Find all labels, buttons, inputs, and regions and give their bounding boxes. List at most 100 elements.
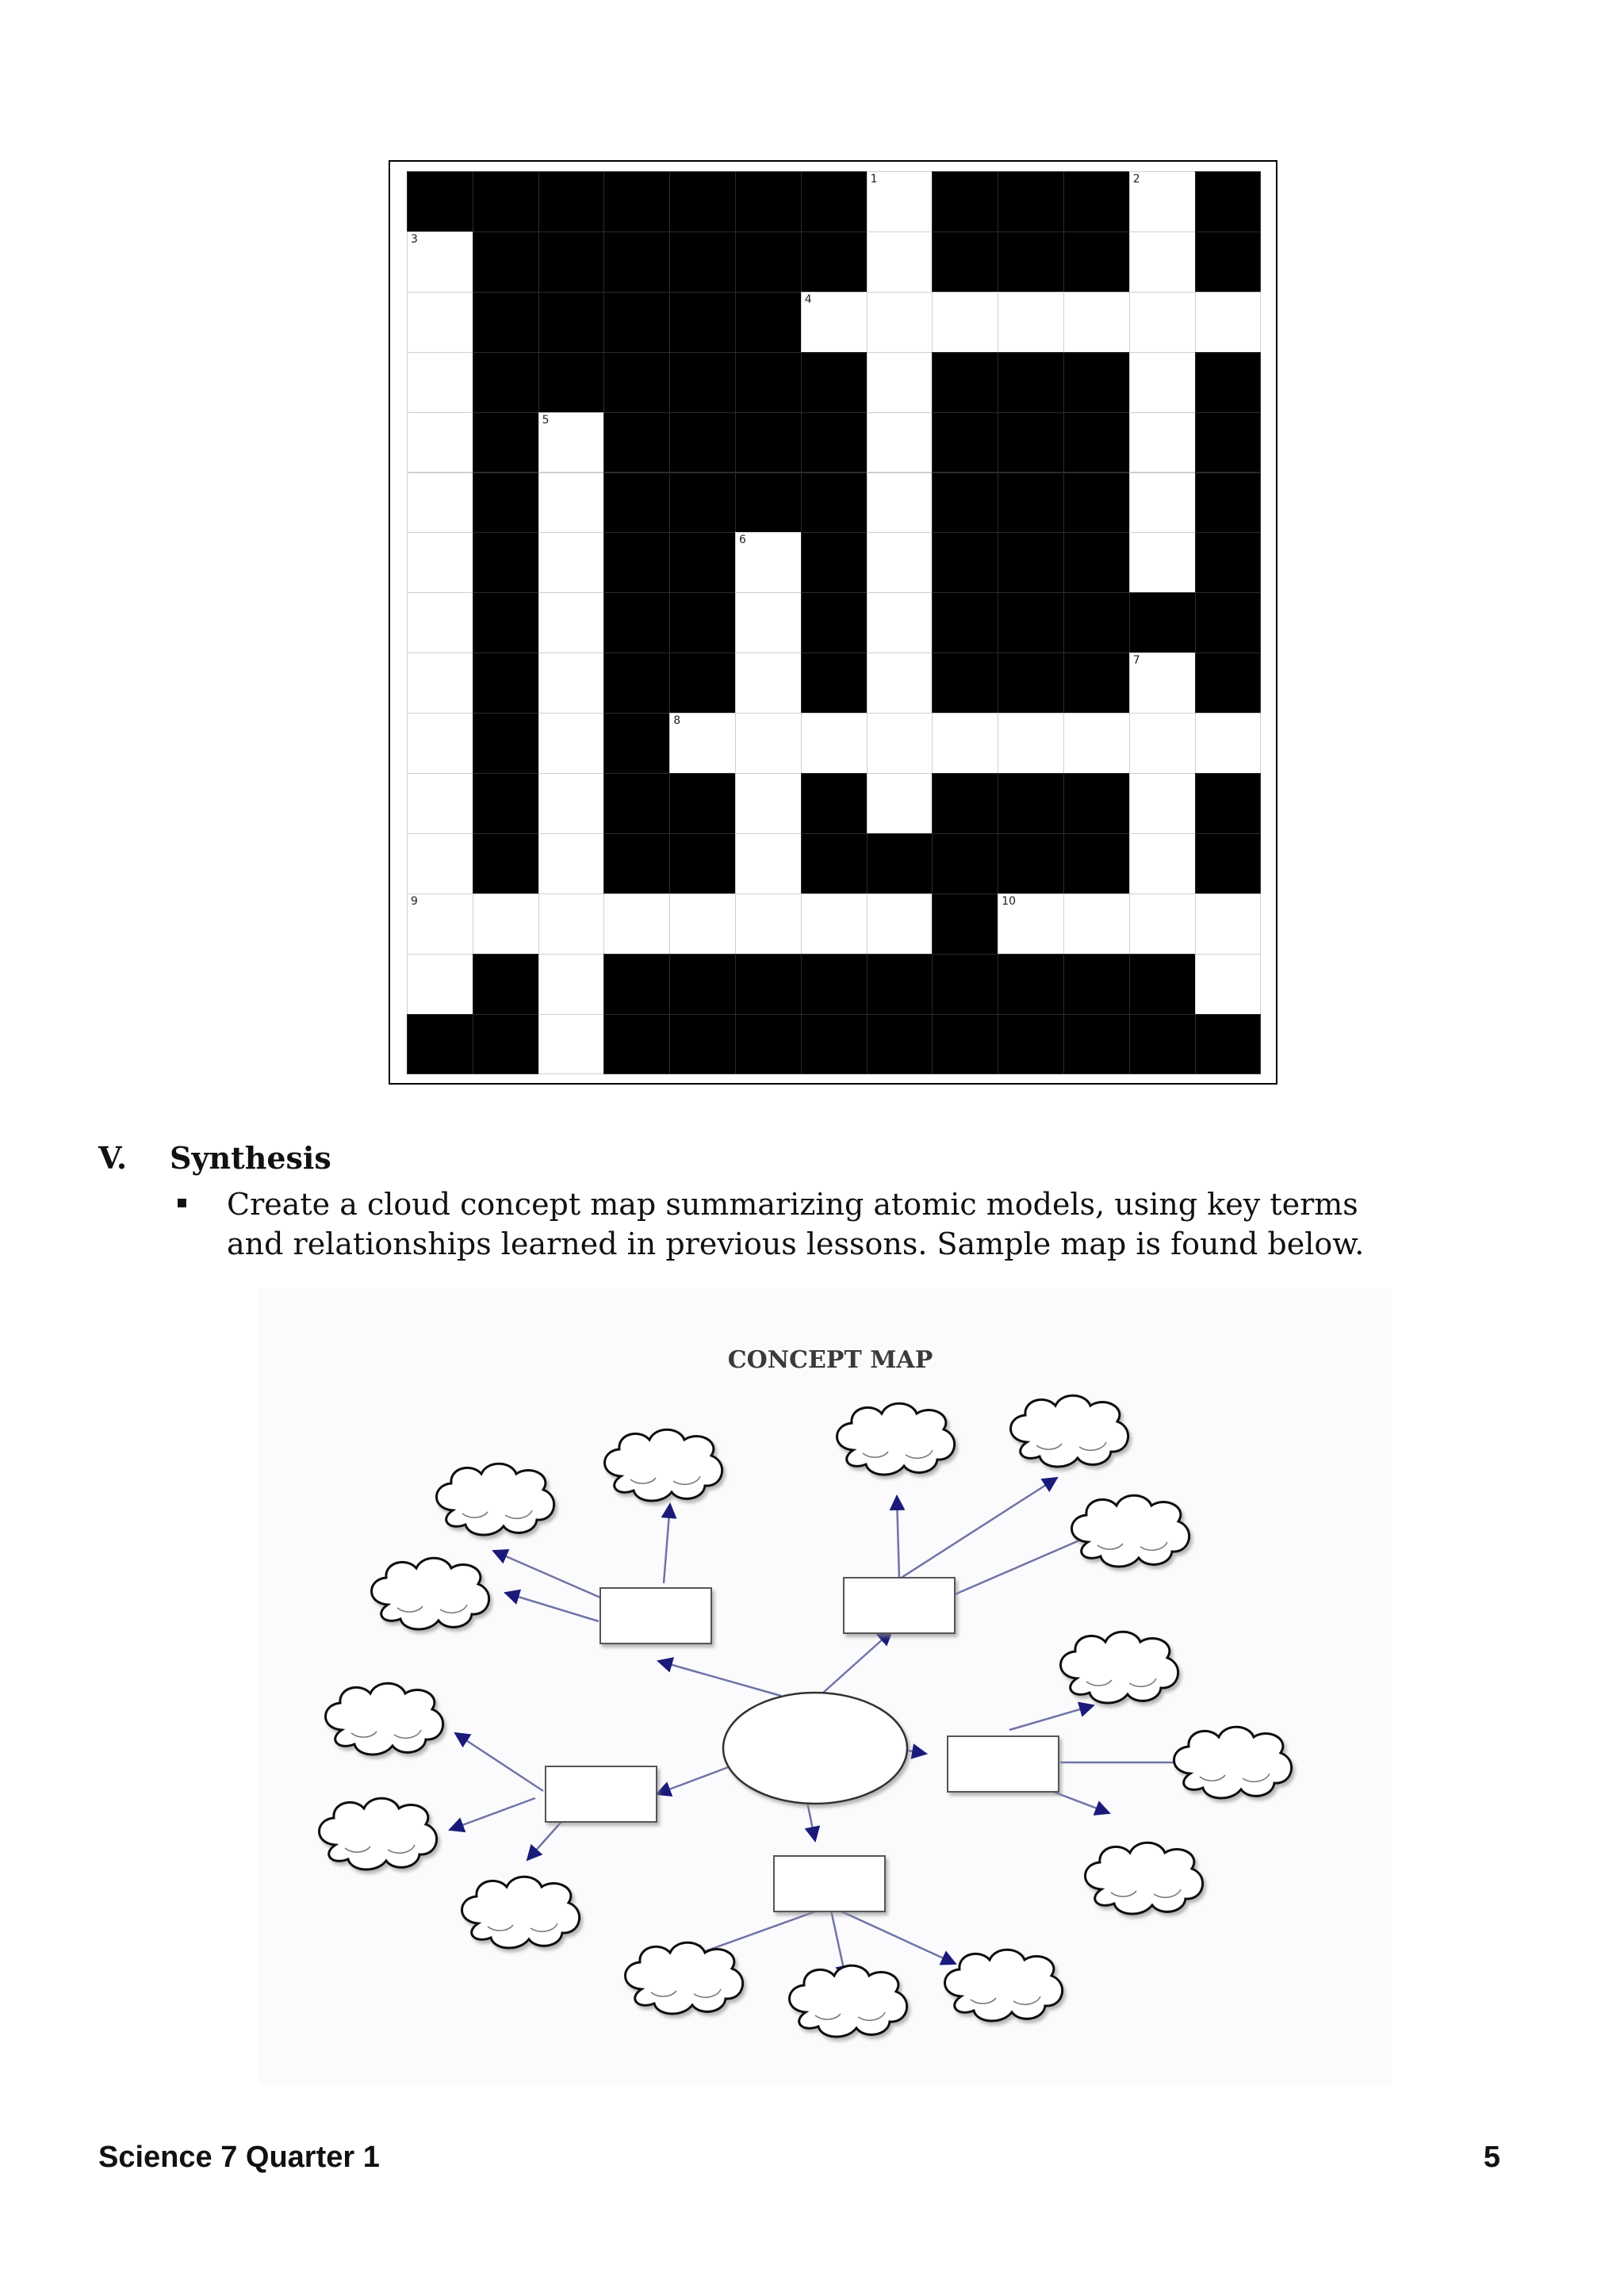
crossword-answer-cell[interactable]	[538, 652, 605, 714]
crossword-answer-cell[interactable]	[866, 291, 933, 353]
crossword-answer-cell[interactable]	[1128, 231, 1196, 293]
crossword-answer-cell[interactable]	[735, 592, 802, 654]
crossword-answer-cell[interactable]	[603, 893, 671, 955]
cloud-node	[624, 1941, 745, 2015]
crossword-answer-cell[interactable]: 10	[998, 893, 1064, 955]
crossword-answer-cell[interactable]	[407, 832, 473, 894]
crossword-answer-cell[interactable]	[735, 652, 802, 714]
crossword-answer-cell[interactable]	[407, 652, 473, 714]
crossword-answer-cell[interactable]	[407, 773, 473, 834]
crossword-answer-cell[interactable]	[1063, 291, 1130, 353]
crossword-answer-cell[interactable]	[1128, 351, 1196, 413]
crossword-block-cell	[472, 351, 539, 413]
crossword-answer-cell[interactable]	[1063, 713, 1130, 774]
crossword-block-cell	[1063, 171, 1130, 232]
crossword-answer-cell[interactable]	[932, 713, 999, 774]
crossword-answer-cell[interactable]	[866, 652, 933, 714]
crossword-answer-cell[interactable]	[407, 713, 473, 774]
crossword-answer-cell[interactable]	[800, 713, 868, 774]
crossword-answer-cell[interactable]	[800, 893, 868, 955]
crossword-answer-cell[interactable]	[538, 893, 605, 955]
crossword-answer-cell[interactable]	[472, 893, 539, 955]
crossword-block-cell	[472, 1013, 539, 1075]
crossword-answer-cell[interactable]	[1194, 713, 1262, 774]
crossword-answer-cell[interactable]	[1128, 773, 1196, 834]
crossword-answer-cell[interactable]	[735, 773, 802, 834]
crossword-answer-cell[interactable]	[1128, 713, 1196, 774]
crossword-answer-cell[interactable]: 6	[735, 532, 802, 594]
instruction-item: ▪ Create a cloud concept map summarizing…	[176, 1184, 1413, 1264]
crossword-answer-cell[interactable]	[538, 1013, 605, 1075]
cloud-node	[1059, 1630, 1180, 1705]
crossword-answer-cell[interactable]	[866, 231, 933, 293]
crossword-answer-cell[interactable]	[538, 532, 605, 594]
crossword-answer-cell[interactable]	[538, 472, 605, 534]
cloud-node	[435, 1462, 556, 1536]
connector-arrow	[1009, 1701, 1095, 1732]
cloud-detail	[814, 2011, 886, 2022]
crossword-answer-cell[interactable]	[932, 291, 999, 353]
connector-arrow	[899, 1476, 1059, 1580]
square-bullet-icon: ▪	[176, 1192, 188, 1212]
crossword-block-cell	[472, 652, 539, 714]
crossword-answer-cell[interactable]	[735, 713, 802, 774]
crossword-answer-cell[interactable]: 5	[538, 411, 605, 473]
crossword-answer-cell[interactable]	[866, 592, 933, 654]
crossword-answer-cell[interactable]	[407, 953, 473, 1015]
crossword-answer-cell[interactable]	[1128, 291, 1196, 353]
crossword-answer-cell[interactable]	[1128, 832, 1196, 894]
crossword-answer-cell[interactable]	[538, 773, 605, 834]
crossword-answer-cell[interactable]	[538, 713, 605, 774]
crossword-block-cell	[603, 713, 671, 774]
crossword-block-cell	[1194, 592, 1262, 654]
crossword-block-cell	[932, 411, 999, 473]
crossword-answer-cell[interactable]	[998, 291, 1064, 353]
crossword-answer-cell[interactable]	[866, 893, 933, 955]
crossword-answer-cell[interactable]	[407, 291, 473, 353]
crossword-answer-cell[interactable]	[407, 351, 473, 413]
crossword-answer-cell[interactable]	[407, 411, 473, 473]
crossword-answer-cell[interactable]: 7	[1128, 652, 1196, 714]
crossword-answer-cell[interactable]	[866, 713, 933, 774]
crossword-answer-cell[interactable]	[407, 472, 473, 534]
crossword-answer-cell[interactable]	[866, 411, 933, 473]
cloud-outline	[1009, 1394, 1130, 1468]
crossword-answer-cell[interactable]	[1128, 411, 1196, 473]
crossword-answer-cell[interactable]	[1128, 532, 1196, 594]
crossword-answer-cell[interactable]	[866, 532, 933, 594]
crossword-answer-cell[interactable]	[735, 832, 802, 894]
crossword-answer-cell[interactable]	[538, 592, 605, 654]
crossword-block-cell	[1128, 1013, 1196, 1075]
crossword-answer-cell[interactable]	[669, 893, 736, 955]
crossword-answer-cell[interactable]	[1194, 291, 1262, 353]
crossword-answer-cell[interactable]: 4	[800, 291, 868, 353]
crossword-answer-cell[interactable]	[407, 532, 473, 594]
crossword-block-cell	[932, 171, 999, 232]
crossword-answer-cell[interactable]	[1194, 953, 1262, 1015]
cloud-node	[318, 1797, 439, 1871]
crossword-answer-cell[interactable]	[866, 472, 933, 534]
cloud-outline	[836, 1402, 956, 1476]
cloud-node	[370, 1556, 491, 1631]
crossword-answer-cell[interactable]	[538, 953, 605, 1015]
crossword-answer-cell[interactable]	[998, 713, 1064, 774]
crossword-block-cell	[800, 652, 868, 714]
clue-number: 1	[870, 173, 878, 186]
crossword-block-cell	[472, 532, 539, 594]
crossword-answer-cell[interactable]	[1063, 893, 1130, 955]
crossword-answer-cell[interactable]	[866, 773, 933, 834]
crossword-answer-cell[interactable]: 1	[866, 171, 933, 232]
crossword-answer-cell[interactable]	[538, 832, 605, 894]
crossword-answer-cell[interactable]: 3	[407, 231, 473, 293]
crossword-answer-cell[interactable]	[735, 893, 802, 955]
crossword-answer-cell[interactable]	[866, 351, 933, 413]
crossword-answer-cell[interactable]	[1128, 472, 1196, 534]
crossword-block-cell	[1194, 411, 1262, 473]
connector-arrow	[526, 1815, 568, 1862]
crossword-answer-cell[interactable]: 8	[669, 713, 736, 774]
crossword-answer-cell[interactable]	[1128, 893, 1196, 955]
crossword-answer-cell[interactable]	[407, 592, 473, 654]
crossword-answer-cell[interactable]: 9	[407, 893, 473, 955]
crossword-answer-cell[interactable]	[1194, 893, 1262, 955]
crossword-answer-cell[interactable]: 2	[1128, 171, 1196, 232]
